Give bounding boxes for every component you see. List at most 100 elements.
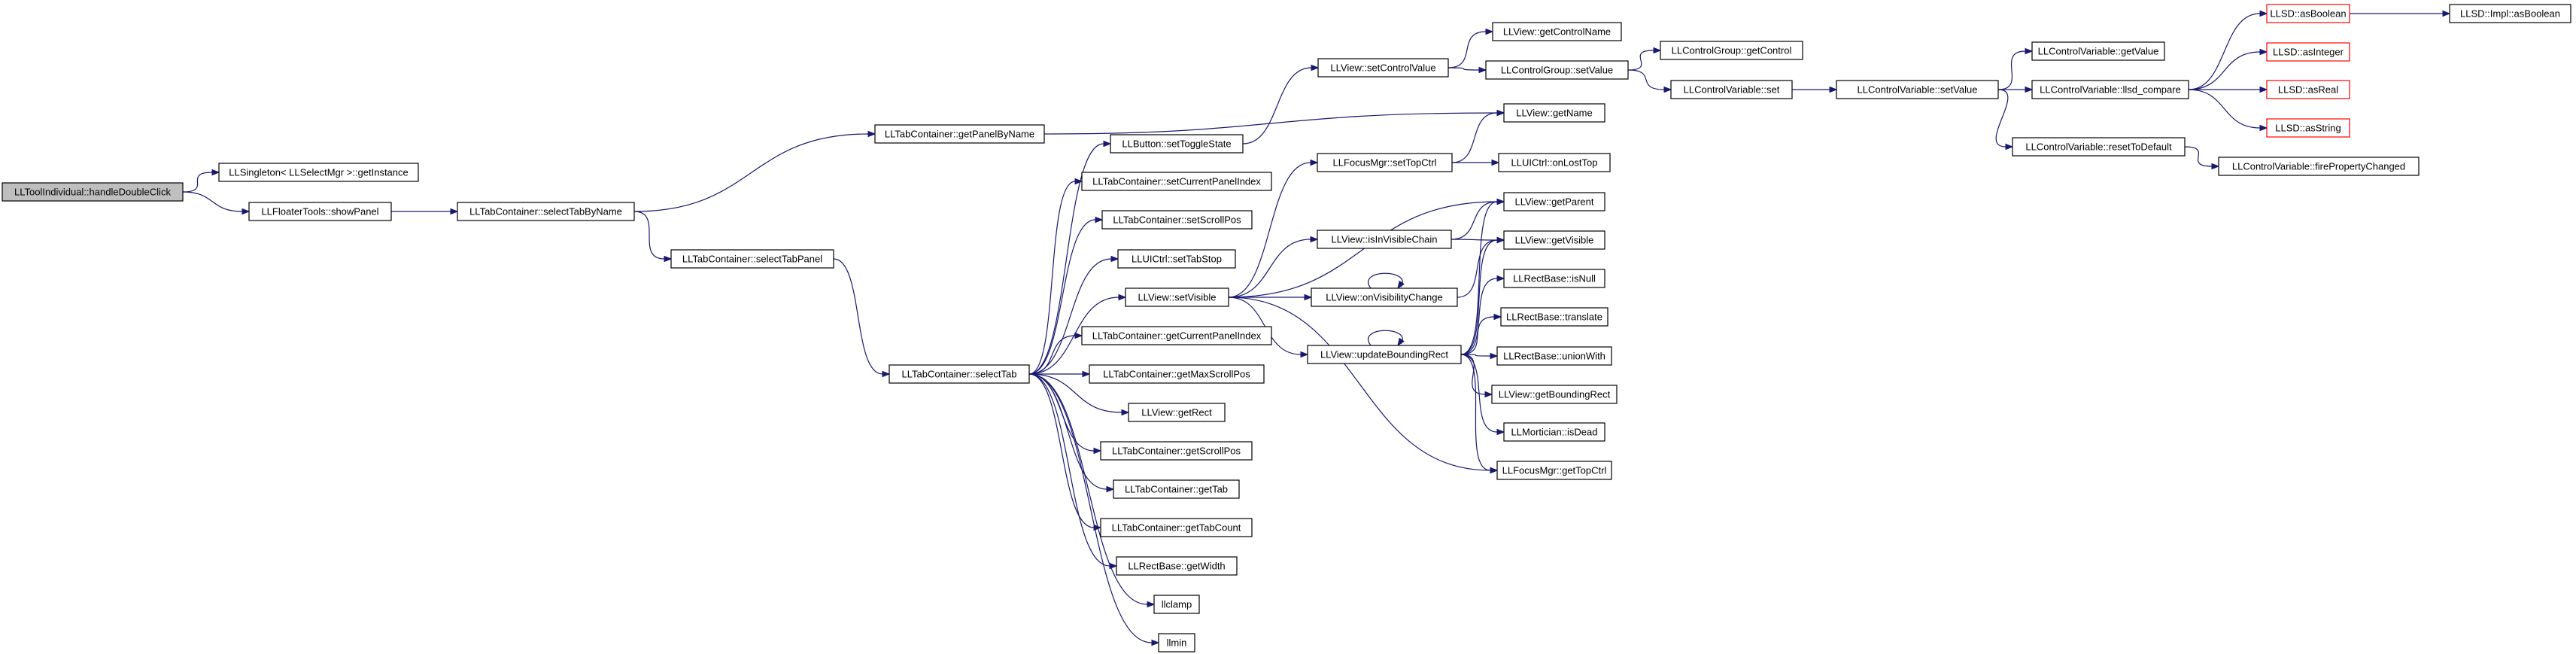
node-llmin[interactable]: llmin (1158, 633, 1195, 652)
node-getMaxScrollPos[interactable]: LLTabContainer::getMaxScrollPos (1089, 364, 1265, 384)
node-onVisibilityChange[interactable]: LLView::onVisibilityChange (1311, 287, 1458, 307)
node-label: LLSingleton< LLSelectMgr >::getInstance (229, 167, 409, 178)
edge-getToggleState-to-setControlValue (1242, 64, 1320, 144)
node-setTabStop[interactable]: LLUICtrl::setTabStop (1117, 249, 1236, 269)
node-selectTabByName[interactable]: LLTabContainer::selectTabByName (457, 202, 635, 221)
node-asReal[interactable]: LLSD::asReal (2266, 80, 2350, 99)
edge-setVisible-to-setTopCtrl (1228, 159, 1319, 298)
node-label: LLView::getBoundingRect (1499, 389, 1611, 400)
edge-updateBoundingRect-to-unionWith (1460, 352, 1499, 360)
node-box (1117, 249, 1236, 269)
node-label: LLView::getName (1516, 108, 1592, 119)
node-onLostTop[interactable]: LLUICtrl::onLostTop (1498, 153, 1611, 172)
node-getToggleState[interactable]: LLButton::setToggleState (1110, 134, 1244, 154)
node-box (2449, 4, 2571, 23)
node-label: LLSD::asBoolean (2270, 8, 2346, 20)
node-isInVisibleChain[interactable]: LLView::isInVisibleChain (1317, 230, 1452, 249)
node-asInteger[interactable]: LLSD::asInteger (2266, 42, 2350, 62)
node-selectTab[interactable]: LLTabContainer::selectTab (889, 364, 1030, 384)
edge-setTopCtrl-to-viewGetName (1451, 109, 1505, 163)
node-setVisible[interactable]: LLView::setVisible (1125, 287, 1229, 307)
node-llsdCompare[interactable]: LLControlVariable::llsd_compare (2031, 80, 2189, 99)
node-box (1491, 385, 1618, 404)
node-box (1496, 346, 1612, 366)
node-isNull[interactable]: LLRectBase::isNull (1503, 269, 1605, 288)
node-label: LLSD::asReal (2278, 84, 2338, 96)
node-setControlValue[interactable]: LLView::setControlValue (1317, 58, 1449, 78)
edge-cvSetValue-to-llsdCompare (1998, 86, 2034, 93)
edge-selectTab-to-getWidth (1028, 373, 1118, 570)
node-getControl[interactable]: LLControlGroup::getControl (1660, 41, 1803, 60)
node-translate[interactable]: LLRectBase::translate (1500, 307, 1608, 327)
node-getParent[interactable]: LLView::getParent (1503, 192, 1605, 211)
node-label: LLTabContainer::setScrollPos (1113, 214, 1241, 226)
node-box (2266, 4, 2350, 23)
node-cvSetValue[interactable]: LLControlVariable::setValue (1836, 80, 1999, 99)
node-label: LLFocusMgr::getTopCtrl (1502, 465, 1607, 476)
node-cvSet[interactable]: LLControlVariable::set (1670, 80, 1793, 99)
node-label: LLTabContainer::getTabCount (1112, 522, 1241, 534)
edge-selectTab-to-setScrollPos (1028, 216, 1104, 375)
edge-llsdCompare-to-asBoolean (2188, 10, 2268, 90)
node-box (1081, 172, 1272, 191)
node-box (1089, 364, 1265, 384)
edge-llsdCompare-to-asInteger (2188, 48, 2268, 90)
edge-llsdCompare-to-asString (2188, 89, 2268, 132)
edge-asBoolean-to-implAsBoolean (2350, 10, 2451, 17)
edge-updateBoundingRect-to-getParent (1460, 198, 1505, 355)
node-getTabCount[interactable]: LLTabContainer::getTabCount (1100, 518, 1253, 537)
node-box (2, 182, 184, 202)
node-getCurrentPanelIndex[interactable]: LLTabContainer::getCurrentPanelIndex (1081, 326, 1272, 345)
node-box (2012, 137, 2186, 157)
node-firePropertyChanged[interactable]: LLControlVariable::firePropertyChanged (2218, 157, 2420, 176)
node-getScrollPos[interactable]: LLTabContainer::getScrollPos (1100, 441, 1253, 461)
node-box (1485, 60, 1629, 80)
node-box (1153, 595, 1200, 614)
node-getTab[interactable]: LLTabContainer::getTab (1113, 479, 1240, 499)
node-implAsBoolean[interactable]: LLSD::Impl::asBoolean (2449, 4, 2571, 23)
node-label: LLView::getVisible (1515, 235, 1594, 246)
node-setScrollPos[interactable]: LLTabContainer::setScrollPos (1101, 210, 1253, 230)
node-box (1503, 230, 1605, 250)
edge-selectTab-to-llclamp (1028, 373, 1156, 608)
node-getVisible[interactable]: LLView::getVisible (1503, 230, 1605, 250)
node-label: LLRectBase::getWidth (1128, 561, 1225, 572)
node-updateBoundingRect[interactable]: LLView::updateBoundingRect (1307, 345, 1462, 364)
node-groupSetValue[interactable]: LLControlGroup::setValue (1485, 60, 1629, 80)
node-box (2266, 80, 2350, 99)
node-box (1100, 441, 1253, 461)
node-label: LLView::onVisibilityChange (1326, 292, 1442, 303)
node-cvGetValue[interactable]: LLControlVariable::getValue (2031, 41, 2165, 61)
node-box (218, 163, 419, 182)
node-label: LLTabContainer::selectTab (902, 369, 1017, 380)
node-box (2218, 157, 2420, 176)
node-box (1670, 80, 1793, 99)
node-selectTabPanel[interactable]: LLTabContainer::selectTabPanel (670, 249, 834, 269)
node-setCurrentPanelIndex[interactable]: LLTabContainer::setCurrentPanelIndex (1081, 172, 1272, 191)
node-resetToDefault[interactable]: LLControlVariable::resetToDefault (2012, 137, 2186, 157)
node-root[interactable]: LLToolIndividual::handleDoubleClick (2, 182, 184, 202)
node-isDead[interactable]: LLMortician::isDead (1503, 422, 1605, 442)
node-label: LLToolIndividual::handleDoubleClick (14, 187, 171, 198)
node-asBoolean[interactable]: LLSD::asBoolean (2266, 4, 2350, 23)
node-getInstance[interactable]: LLSingleton< LLSelectMgr >::getInstance (218, 163, 419, 182)
edge-setVisible-to-updateBoundingRect (1228, 297, 1309, 358)
node-getPanelByName[interactable]: LLTabContainer::getPanelByName (874, 124, 1045, 144)
node-box (2031, 41, 2165, 61)
node-showPanel[interactable]: LLFloaterTools::showPanel (248, 202, 392, 221)
node-label: LLButton::setToggleState (1122, 138, 1231, 150)
node-viewGetName[interactable]: LLView::getName (1503, 103, 1605, 123)
edge-setTopCtrl-to-onLostTop (1451, 159, 1500, 166)
node-unionWith[interactable]: LLRectBase::unionWith (1496, 346, 1612, 366)
node-box (1503, 103, 1605, 123)
node-setTopCtrl[interactable]: LLFocusMgr::setTopCtrl (1317, 153, 1453, 172)
node-getControlName[interactable]: LLView::getControlName (1492, 22, 1622, 41)
node-getRect[interactable]: LLView::getRect (1128, 403, 1226, 422)
node-box (1500, 307, 1608, 327)
node-box (248, 202, 392, 221)
node-llclamp[interactable]: llclamp (1153, 595, 1200, 614)
node-getWidth[interactable]: LLRectBase::getWidth (1116, 556, 1238, 576)
node-getBoundingRect[interactable]: LLView::getBoundingRect (1491, 385, 1618, 404)
node-getTopCtrl[interactable]: LLFocusMgr::getTopCtrl (1496, 461, 1612, 480)
node-asString[interactable]: LLSD::asString (2266, 118, 2350, 138)
